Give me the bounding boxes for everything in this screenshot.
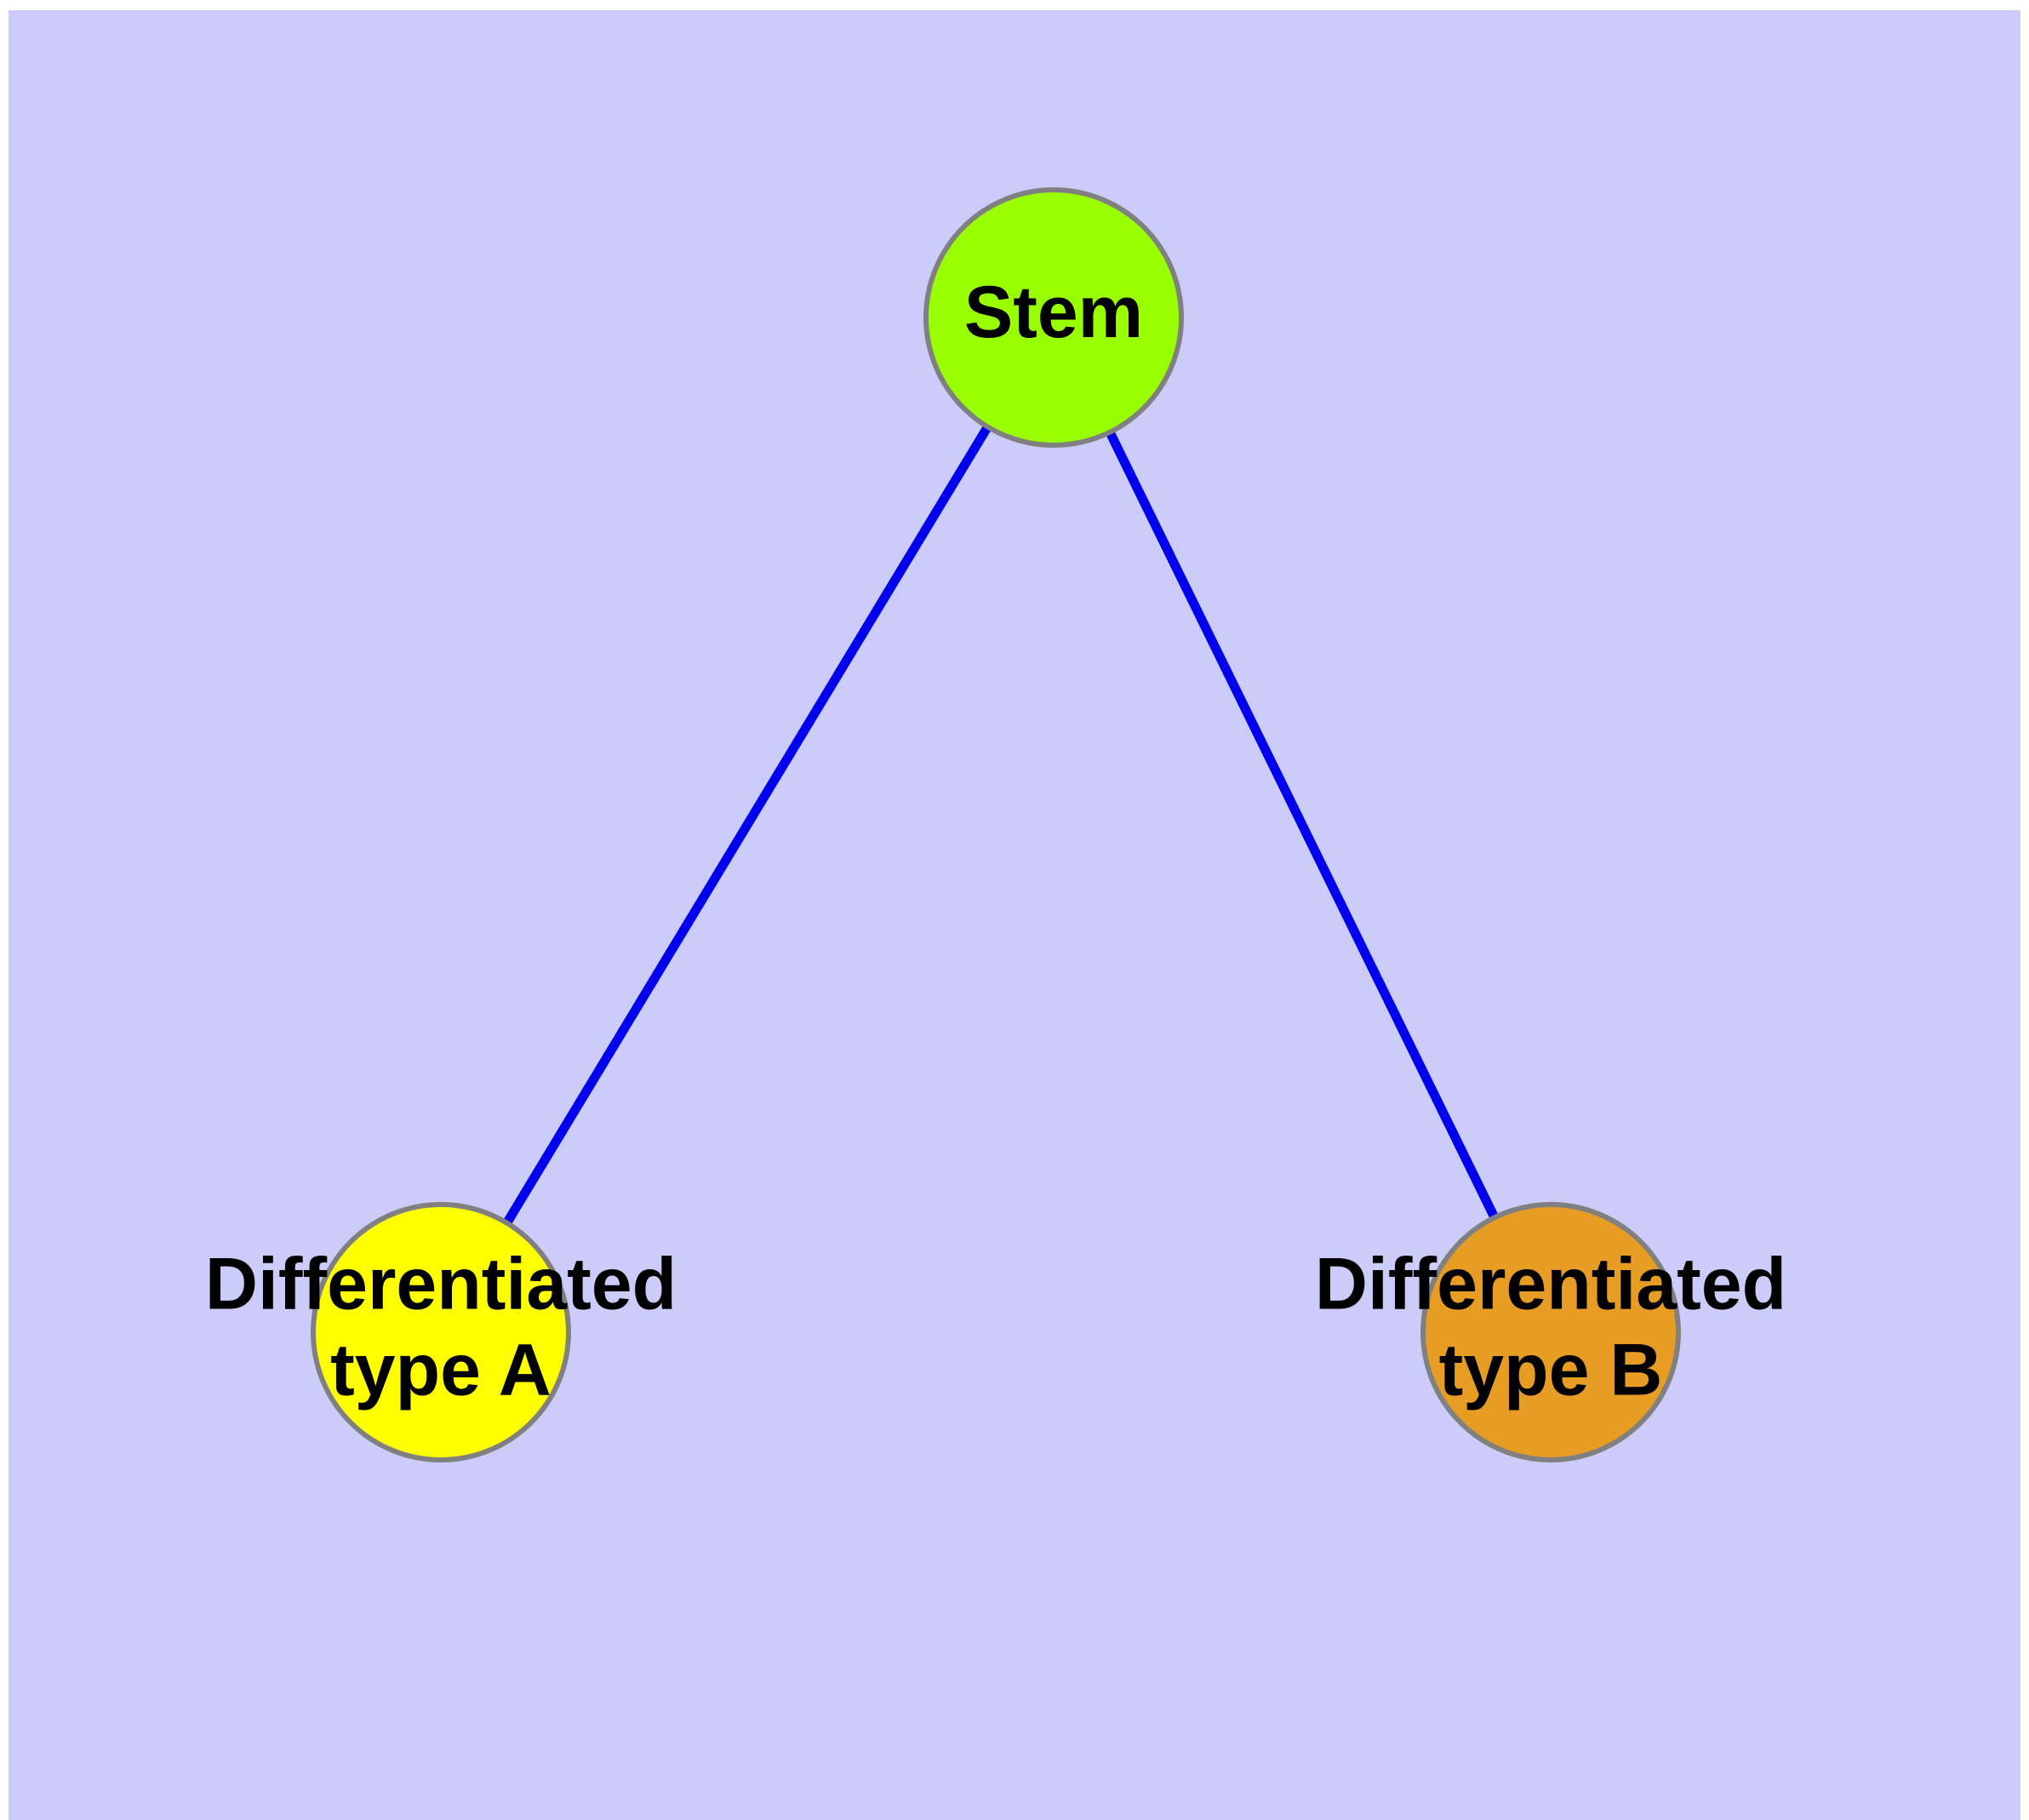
node-diff-b[interactable] — [1420, 1202, 1681, 1462]
nodes-layer — [311, 187, 1681, 1462]
node-label-line: Differentiated — [1315, 1243, 1786, 1325]
node-label-stem: Stem — [964, 272, 1143, 353]
node-diff-a[interactable] — [311, 1202, 571, 1462]
node-label-line: type B — [1439, 1329, 1663, 1411]
node-stem[interactable] — [923, 187, 1184, 448]
node-label-line: type A — [330, 1329, 552, 1411]
edges-layer — [437, 315, 1555, 1335]
edge-stem-to-b[interactable] — [1049, 315, 1555, 1335]
node-label-line: Stem — [964, 272, 1143, 353]
edge-stem-to-a[interactable] — [437, 315, 1058, 1335]
node-label-line: Differentiated — [205, 1243, 677, 1325]
